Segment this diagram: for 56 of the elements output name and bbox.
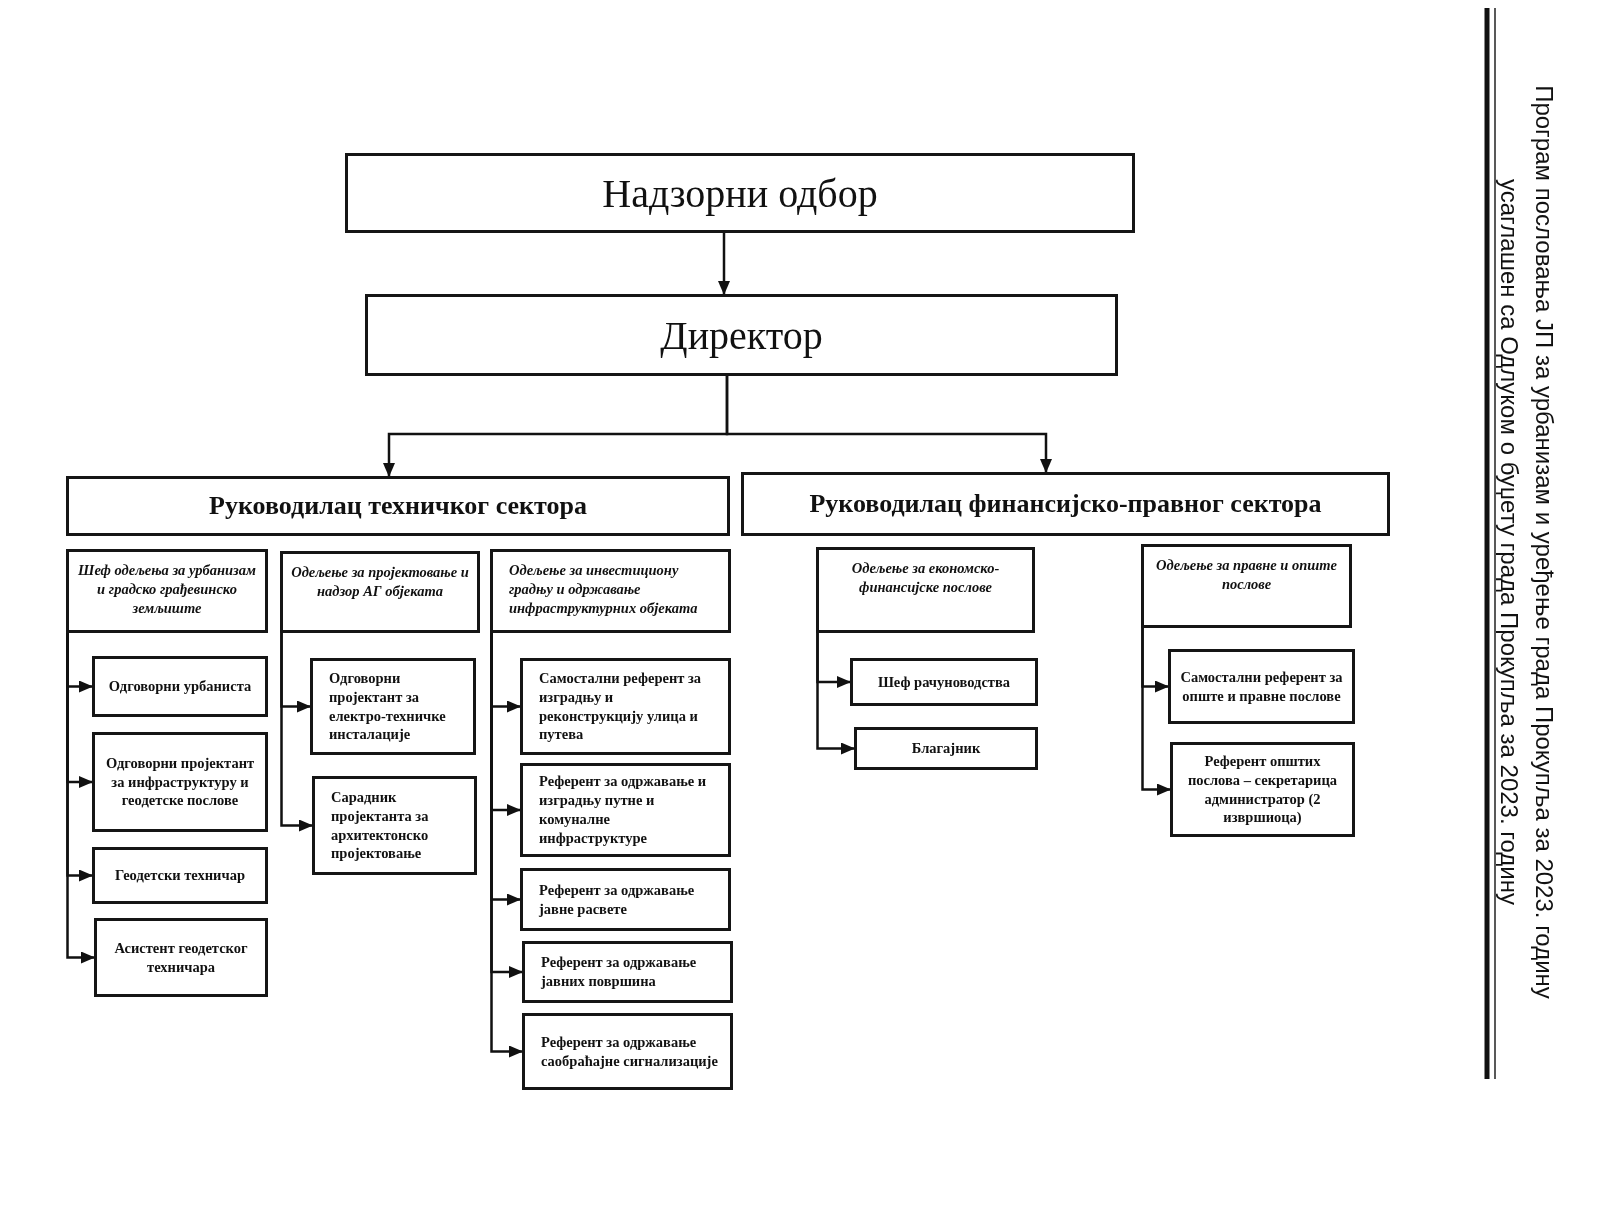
- department-box: [280, 551, 480, 633]
- position-box: [94, 918, 268, 997]
- position-title: Одговорни пројектант за инфраструктуру и геодетске послове: [104, 753, 256, 811]
- position-box: [522, 1013, 733, 1090]
- page-header-text: Програм пословања ЈП за урбанизам и уређење града Прокупља за 2023. годину усаглашен са Одлуком о буџету града Прокупља за 2023. годину: [1495, 84, 1559, 1001]
- position-title: Референт за одржавање јавне расвете: [539, 880, 696, 919]
- department-title: Одељење за инвестициону градњу и одржавање инфраструктурних објеката: [509, 561, 699, 618]
- position-title: Сарадник пројектанта за архитектонско пројектовање: [331, 787, 430, 864]
- department-title: Одељење за пројектовање и надзор АГ објеката: [291, 563, 469, 601]
- position-box: [520, 763, 731, 857]
- connector-arrow: [718, 233, 730, 295]
- position-title: Референт за одржавање јавних површина: [541, 953, 698, 991]
- position-box: [522, 941, 733, 1003]
- position-title: Референт за одржавање и изградњу путне и комуналне инфраструктуре: [539, 772, 708, 848]
- position-title: Асистент геодетског техничара: [113, 938, 249, 977]
- sector-box: [741, 472, 1390, 536]
- department-title: Одељење за правне и опште послове: [1155, 556, 1338, 594]
- connector-arrow: [725, 376, 1052, 473]
- department-box: [1141, 544, 1352, 628]
- position-box: [850, 658, 1038, 706]
- management-title: Директор: [660, 311, 823, 359]
- department-box: [66, 549, 268, 633]
- connector-arrow: [490, 633, 523, 1058]
- management-box: [365, 294, 1118, 376]
- department-box: [816, 547, 1035, 633]
- position-title: Шеф рачуноводства: [877, 672, 1011, 692]
- sector-box: [66, 476, 730, 536]
- position-title: Референт за одржавање саобраћајне сигнализације: [541, 1032, 719, 1071]
- position-title: Самостални референт за опште и правне послове: [1179, 667, 1344, 706]
- connector-arrow: [816, 633, 855, 755]
- position-box: [92, 732, 268, 832]
- management-box: [345, 153, 1135, 233]
- sector-title: Руководилац финансијско-правног сектора: [809, 489, 1322, 519]
- position-title: Самостални референт за изградњу и реконструкцију улица и путева: [539, 668, 703, 745]
- position-box: [520, 868, 731, 931]
- position-box: [854, 727, 1038, 770]
- position-title: Референт општих послова – секретарица администратор (2 извршиоца): [1186, 751, 1339, 828]
- position-box: [92, 656, 268, 717]
- position-title: Геодетски техничар: [115, 866, 245, 885]
- position-box: [1168, 649, 1355, 724]
- position-box: [92, 847, 268, 904]
- position-box: [310, 658, 476, 755]
- department-box: [490, 549, 731, 633]
- position-box: [1170, 742, 1355, 837]
- position-title: Благајник: [911, 739, 981, 758]
- connector-arrow: [280, 633, 313, 832]
- position-box: [312, 776, 477, 875]
- position-title: Одговорни пројектант за електро-техничке инсталације: [329, 668, 447, 745]
- position-title: Одговорни урбаниста: [108, 677, 252, 696]
- department-title: Одељење за економско-финансијске послове: [850, 559, 1001, 597]
- sector-title: Руководилац техничког сектора: [209, 491, 587, 521]
- position-box: [520, 658, 731, 755]
- connector-arrow: [1141, 628, 1171, 796]
- department-title: Шеф одељења за урбанизам и градско грађевинско земљиште: [77, 561, 257, 618]
- connector-arrow: [66, 633, 95, 964]
- management-title: Надзорни одбор: [602, 169, 878, 217]
